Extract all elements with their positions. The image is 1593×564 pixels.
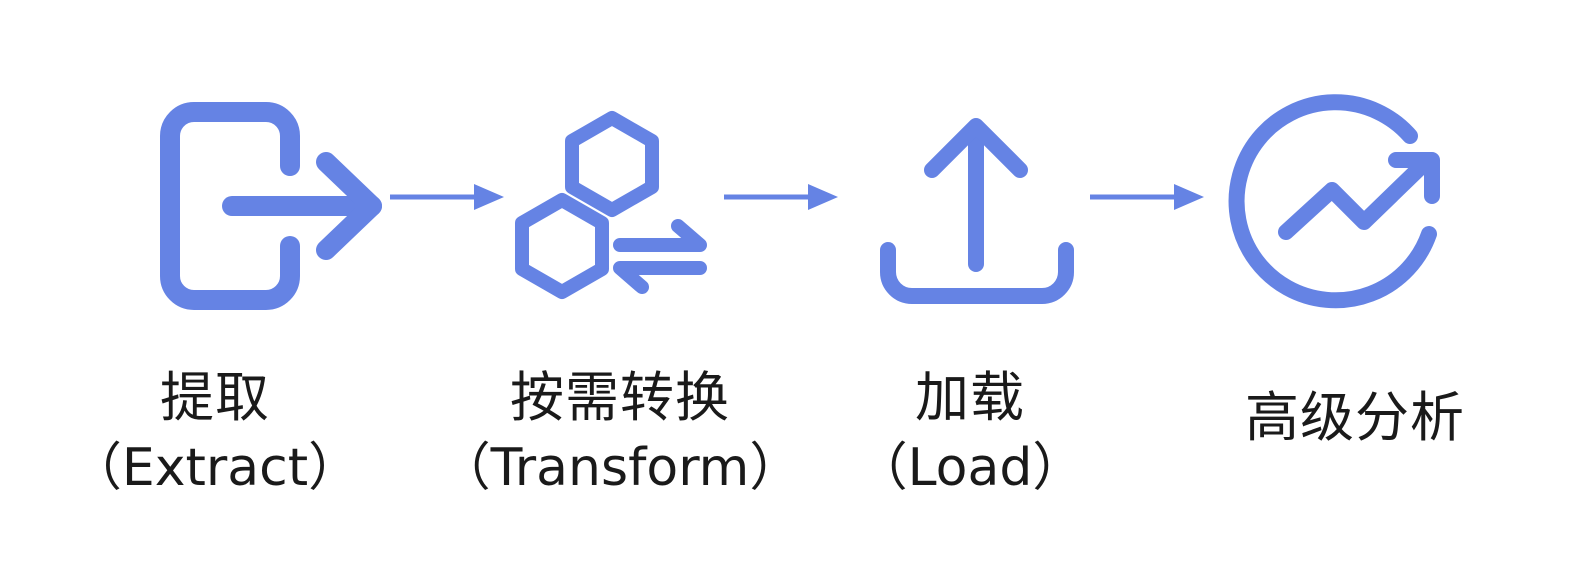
step-label-zh: 按需转换 <box>510 366 730 429</box>
flow-arrow-3 <box>1090 184 1204 210</box>
step-label-load: 加载 （Load） <box>840 366 1100 499</box>
trend-up-circle-icon <box>1228 94 1440 309</box>
exit-arrow-icon <box>160 102 382 310</box>
upload-icon <box>880 118 1074 304</box>
step-label-transform: 按需转换 （Transform） <box>420 366 820 499</box>
step-label-en: （Transform） <box>438 437 802 498</box>
step-label-zh: 高级分析 <box>1245 386 1465 449</box>
step-label-analysis: 高级分析 <box>1200 386 1510 451</box>
step-label-zh: 提取 <box>160 366 270 429</box>
step-label-extract: 提取 （Extract） <box>60 366 370 499</box>
flow-arrow-2 <box>724 184 838 210</box>
flow-arrow-1 <box>390 184 504 210</box>
hexagon-swap-icon <box>515 111 707 299</box>
step-label-zh: 加载 <box>915 366 1025 429</box>
step-label-en: （Load） <box>855 437 1085 498</box>
step-label-en: （Extract） <box>69 437 361 498</box>
